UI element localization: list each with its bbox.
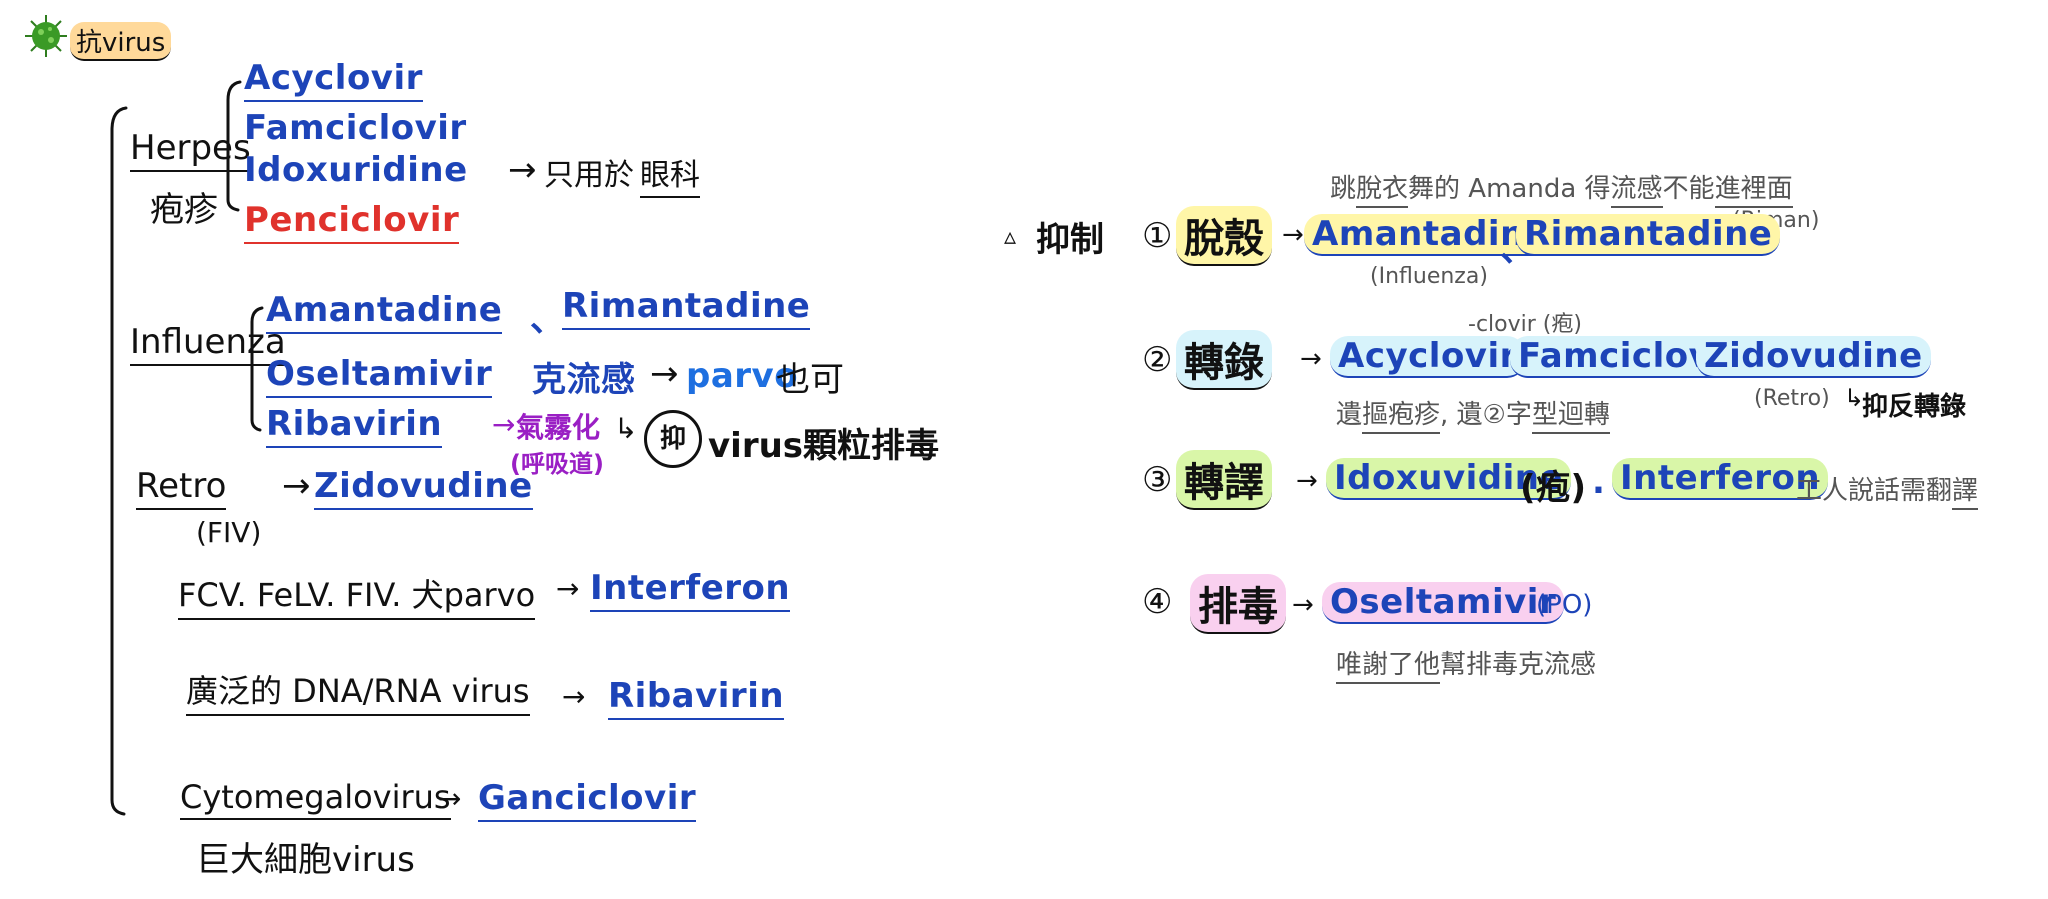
step2-drug-sub: (Retro) <box>1754 386 1830 411</box>
drug-ribavirin-broad: Ribavirin <box>608 676 785 720</box>
inhibit-header: 抑制 <box>1036 220 1104 260</box>
mnemonic-top-u3: 進裡面 <box>1714 174 1793 208</box>
drug-interferon: Interferon <box>590 568 791 612</box>
step2-mnemonic-u1: 摳疱疹 <box>1362 400 1441 434</box>
step2-arrow: → <box>1300 344 1322 374</box>
cmv-label: Cytomegalovirus <box>180 778 451 820</box>
influenza-sep: 、 <box>530 300 565 340</box>
idox-arrow: → <box>508 150 537 190</box>
mnemonic-top: 跳脫衣舞的 Amanda 得流感不能進裡面 <box>1330 168 1793 208</box>
step1-name: 脫殼 <box>1176 206 1272 266</box>
step2-num: ② <box>1142 340 1173 380</box>
ribavirin-note2: (呼吸道) <box>510 450 604 478</box>
fcv-label: FCV. FeLV. FIV. 犬parvo <box>178 570 536 620</box>
step2-hook: ↳ <box>1844 384 1865 412</box>
circle-note: virus顆粒排毒 <box>708 426 940 466</box>
herpes-cn-label: 疱疹 <box>150 190 218 230</box>
drug-idoxuridine: Idoxuridine <box>244 150 468 190</box>
oseltamivir-cn: 克流感 <box>532 360 636 400</box>
step1-drug-sub: (Influenza) <box>1370 264 1488 289</box>
step3-name: 轉譯 <box>1176 450 1272 510</box>
step3-arrow: → <box>1296 466 1318 496</box>
step3-drug-interferon: Interferon <box>1612 458 1829 500</box>
drug-famciclovir: Famciclovir <box>244 108 467 148</box>
step4-mnemonic-text: 幫排毒克流感 <box>1440 650 1597 680</box>
herpes-label: Herpes <box>130 128 251 172</box>
step2-mnemonic-mid: , 遺②字 <box>1440 400 1532 430</box>
broad-label: 廣泛的 DNA/RNA virus <box>186 666 530 716</box>
drug-acyclovir: Acyclovir <box>244 58 423 102</box>
triangle-icon: ▵ <box>1004 222 1017 250</box>
step2-drug-zidovudine: Zidovudine <box>1696 336 1931 378</box>
step4-drug-sub: (PO) <box>1536 590 1593 620</box>
retro-label: Retro <box>136 466 227 510</box>
ribavirin-note: 氣霧化 <box>516 411 601 444</box>
step4-drug-oseltamivir: Oseltamivir <box>1322 582 1565 624</box>
step2-drug-note: 抑反轉錄 <box>1862 392 1967 422</box>
drug-ribavirin: Ribavirin <box>266 404 443 448</box>
step2-mnemonic-pre: 遺 <box>1336 400 1363 430</box>
step3-drug-cn: (疱) <box>1520 468 1587 508</box>
drug-penciclovir: Penciclovir <box>244 200 460 244</box>
idox-note-eye: 眼科 <box>640 150 700 198</box>
step3-mnemonic-text: 工人說話需翻 <box>1796 476 1953 506</box>
drug-rimantadine: Rimantadine <box>562 286 811 330</box>
step1-drug-rimantadine: Rimantadine <box>1516 214 1781 256</box>
drug-zidovudine: Zidovudine <box>314 466 533 510</box>
step3-drug-idoxuvidine: Idoxuvidine <box>1326 458 1572 500</box>
step1-arrow: → <box>1282 220 1304 250</box>
broad-arrow: → <box>562 680 586 713</box>
influenza-label: Influenza <box>130 322 286 366</box>
step2-name: 轉錄 <box>1176 330 1272 390</box>
step3-num: ③ <box>1142 460 1173 500</box>
retro-sub: (FIV) <box>196 516 262 549</box>
step4-arrow: → <box>1292 590 1314 620</box>
page-title: 抗virus <box>70 22 172 61</box>
parvo-note: 也可 <box>776 360 844 400</box>
cmv-arrow: → <box>438 782 462 815</box>
step4-name: 排毒 <box>1190 574 1286 634</box>
mnemonic-top-u2: 流感 <box>1610 174 1663 208</box>
drug-amantadine: Amantadine <box>266 290 503 334</box>
step1-num: ① <box>1142 216 1173 256</box>
step3-sep: . <box>1592 462 1606 502</box>
step3-mnemonic-u: 譯 <box>1952 476 1979 510</box>
step2-mnemonic: 遺摳疱疹, 遺②字型迴轉 <box>1336 394 1610 434</box>
step4-mnemonic-u: 唯謝了他 <box>1336 650 1441 684</box>
retro-arrow: → <box>282 466 311 506</box>
mnemonic-top-pre: 跳 <box>1330 174 1357 204</box>
hook-arrow: ↳ <box>614 412 638 445</box>
ribavirin-arrow: → <box>492 408 516 441</box>
oseltamivir-arrow: → <box>650 354 679 394</box>
virus-icon <box>24 14 68 62</box>
parvo-label: parvo <box>686 356 799 396</box>
step1-drug-amantadine: Amantadine <box>1304 214 1557 256</box>
step2-mnemonic-u2: 型迴轉 <box>1531 400 1610 434</box>
inhibit-circle: 抑 <box>644 410 702 468</box>
step4-mnemonic: 唯謝了他幫排毒克流感 <box>1336 644 1597 684</box>
drug-oseltamivir: Oseltamivir <box>266 354 493 398</box>
inhibit-circle-text: 抑 <box>659 424 686 454</box>
idox-note: 只用於 <box>544 158 634 193</box>
step3-mnemonic: 工人說話需翻譯 <box>1796 470 1979 510</box>
mnemonic-top-mid: 舞的 Amanda 得 <box>1408 174 1611 204</box>
mnemonic-top-u1: 脫衣 <box>1356 174 1409 208</box>
step4-num: ④ <box>1142 582 1173 622</box>
clovir-note: -clovir (疱) <box>1468 312 1582 337</box>
step2-drug-acyclovir: Acyclovir <box>1330 336 1525 378</box>
drug-ganciclovir: Ganciclovir <box>478 778 697 822</box>
mnemonic-top-mid2: 不能 <box>1662 174 1715 204</box>
cmv-cn-label: 巨大細胞virus <box>196 840 415 880</box>
fcv-arrow: → <box>556 572 580 605</box>
